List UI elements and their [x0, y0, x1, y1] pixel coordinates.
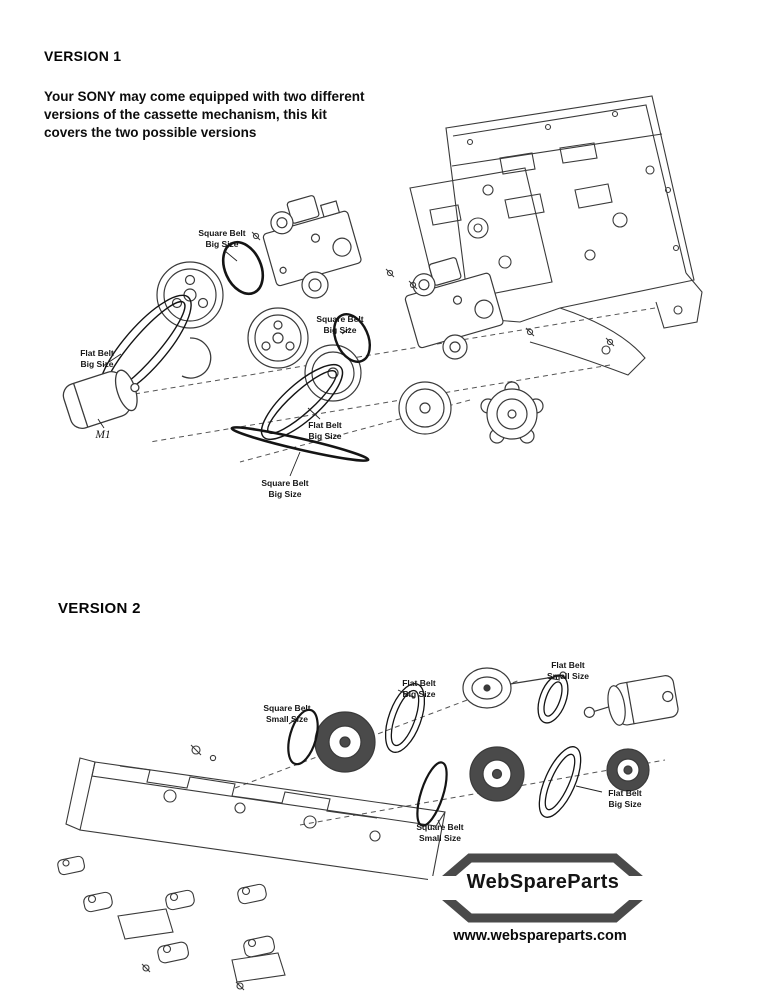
intro-text: Your SONY may come equipped with two dif… — [44, 89, 365, 141]
motor-m1 — [62, 369, 140, 429]
scalloped-wheel — [480, 381, 544, 444]
belt-label-square-small-2: Square Belt Small Size — [416, 822, 464, 843]
belt-label-flat-big-1: Flat Belt Big Size — [80, 348, 114, 369]
belt-label-flat-big-top: Flat Belt Big Size — [402, 678, 436, 699]
square-belt-big-1 — [221, 240, 265, 296]
version1-diagram — [62, 95, 703, 477]
belt-clamp — [181, 337, 212, 379]
head-brackets — [57, 855, 286, 991]
flat-belt-big-right — [538, 746, 582, 818]
belts-v1 — [98, 240, 372, 462]
belt-label-square-small-1: Square Belt Small Size — [263, 703, 311, 724]
brand-hexagon-icon — [428, 853, 658, 923]
version2-heading: VERSION 2 — [58, 600, 141, 617]
belt-label-flat-big-right: Flat Belt Big Size — [608, 788, 642, 809]
leader-lines-v2 — [288, 677, 603, 828]
belt-label-flat-big-2: Flat Belt Big Size — [308, 420, 342, 441]
capstan-assembly-left — [262, 195, 362, 287]
motor-v2 — [583, 675, 679, 726]
square-belt-small-1 — [287, 708, 319, 766]
flat-belt-small — [537, 674, 569, 724]
belts-v2 — [287, 674, 582, 827]
version1-heading: VERSION 1 — [44, 48, 122, 64]
square-belt-big-3 — [230, 426, 370, 462]
website-url: www.webspareparts.com — [453, 928, 627, 944]
axis-lines — [85, 307, 656, 463]
flat-belt-big-top — [384, 683, 426, 753]
capstan-pulley-right — [442, 334, 468, 360]
flywheels — [156, 261, 452, 435]
square-belt-big-2 — [332, 313, 372, 363]
square-belt-small-2 — [416, 761, 448, 827]
chassis-plate-v2 — [65, 744, 446, 881]
leader-lines-v1 — [97, 250, 351, 477]
version2-diagram — [57, 667, 679, 991]
belt-label-square-big-3: Square Belt Big Size — [261, 478, 309, 499]
belt-label-square-big-2: Square Belt Big Size — [316, 314, 364, 335]
brand-name: WebSpareParts — [466, 871, 620, 893]
screws-v1 — [251, 231, 615, 347]
belt-label-flat-small: Flat Belt Small Size — [546, 660, 590, 681]
pulleys-v2 — [314, 667, 650, 802]
motor-label-m1: M1 — [95, 429, 111, 441]
chassis-plate — [445, 95, 703, 376]
capstan-pulley-left — [301, 271, 329, 299]
axis-lines-v2 — [234, 679, 666, 826]
belt-label-square-big-1: Square Belt Big Size — [198, 228, 246, 249]
capstan-assembly-right — [404, 257, 504, 349]
